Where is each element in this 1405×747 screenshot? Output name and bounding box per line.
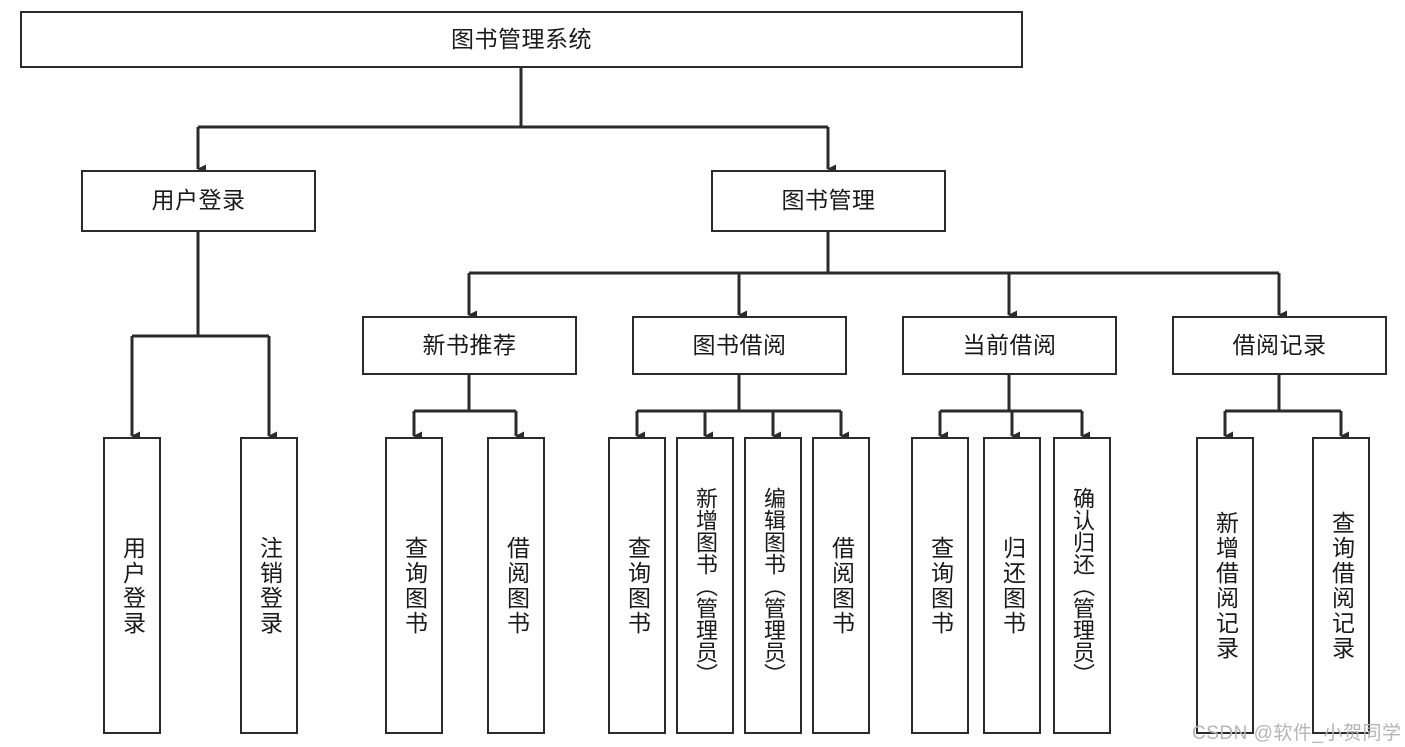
node-root[interactable]: 图书管理系统: [20, 11, 1023, 68]
node-leaf-logout[interactable]: 注销登录: [240, 437, 298, 734]
watermark-text: CSDN @软件_小贺同学: [1192, 723, 1402, 744]
node-leaf-query-book-1[interactable]: 查询图书: [385, 437, 443, 734]
node-current-borrow[interactable]: 当前借阅: [902, 316, 1117, 375]
node-leaf-borrow-book-1[interactable]: 借阅图书: [487, 437, 545, 734]
node-book-manage[interactable]: 图书管理: [711, 170, 946, 232]
node-label: 归还图书: [999, 535, 1026, 636]
node-label: 当前借阅: [962, 331, 1057, 358]
node-label: 注销登录: [256, 535, 283, 636]
node-new-book-rec[interactable]: 新书推荐: [362, 316, 577, 375]
node-label: 借阅记录: [1232, 331, 1327, 358]
node-leaf-edit-book[interactable]: 编辑图书（管理员）: [744, 437, 802, 734]
node-label: 查询图书: [401, 535, 428, 636]
node-label: 新增借阅记录: [1212, 510, 1239, 661]
node-user-login[interactable]: 用户登录: [81, 170, 316, 232]
node-label: 新书推荐: [422, 331, 517, 358]
node-leaf-add-record[interactable]: 新增借阅记录: [1196, 437, 1254, 734]
node-leaf-return-book[interactable]: 归还图书: [983, 437, 1041, 734]
node-label: 新增图书（管理员）: [693, 486, 718, 685]
node-leaf-query-book-2[interactable]: 查询图书: [608, 437, 666, 734]
node-leaf-add-book[interactable]: 新增图书（管理员）: [676, 437, 734, 734]
node-label: 借阅图书: [503, 535, 530, 636]
node-label: 用户登录: [119, 535, 146, 636]
node-leaf-confirm-return[interactable]: 确认归还（管理员）: [1053, 437, 1111, 734]
node-borrow-record[interactable]: 借阅记录: [1172, 316, 1387, 375]
node-leaf-query-book-3[interactable]: 查询图书: [911, 437, 969, 734]
node-book-borrow[interactable]: 图书借阅: [632, 316, 847, 375]
node-leaf-query-record[interactable]: 查询借阅记录: [1312, 437, 1370, 734]
node-label: 编辑图书（管理员）: [761, 486, 786, 685]
node-label: 用户登录: [151, 187, 246, 214]
node-label: 查询图书: [927, 535, 954, 636]
node-leaf-user-login[interactable]: 用户登录: [103, 437, 161, 734]
node-label: 图书借阅: [692, 331, 787, 358]
node-label: 确认归还（管理员）: [1070, 486, 1095, 685]
node-leaf-borrow-book-2[interactable]: 借阅图书: [812, 437, 870, 734]
node-label: 借阅图书: [828, 535, 855, 636]
node-label: 图书管理系统: [451, 25, 592, 52]
node-label: 查询图书: [624, 535, 651, 636]
node-label: 图书管理: [781, 187, 876, 214]
node-label: 查询借阅记录: [1328, 510, 1355, 661]
